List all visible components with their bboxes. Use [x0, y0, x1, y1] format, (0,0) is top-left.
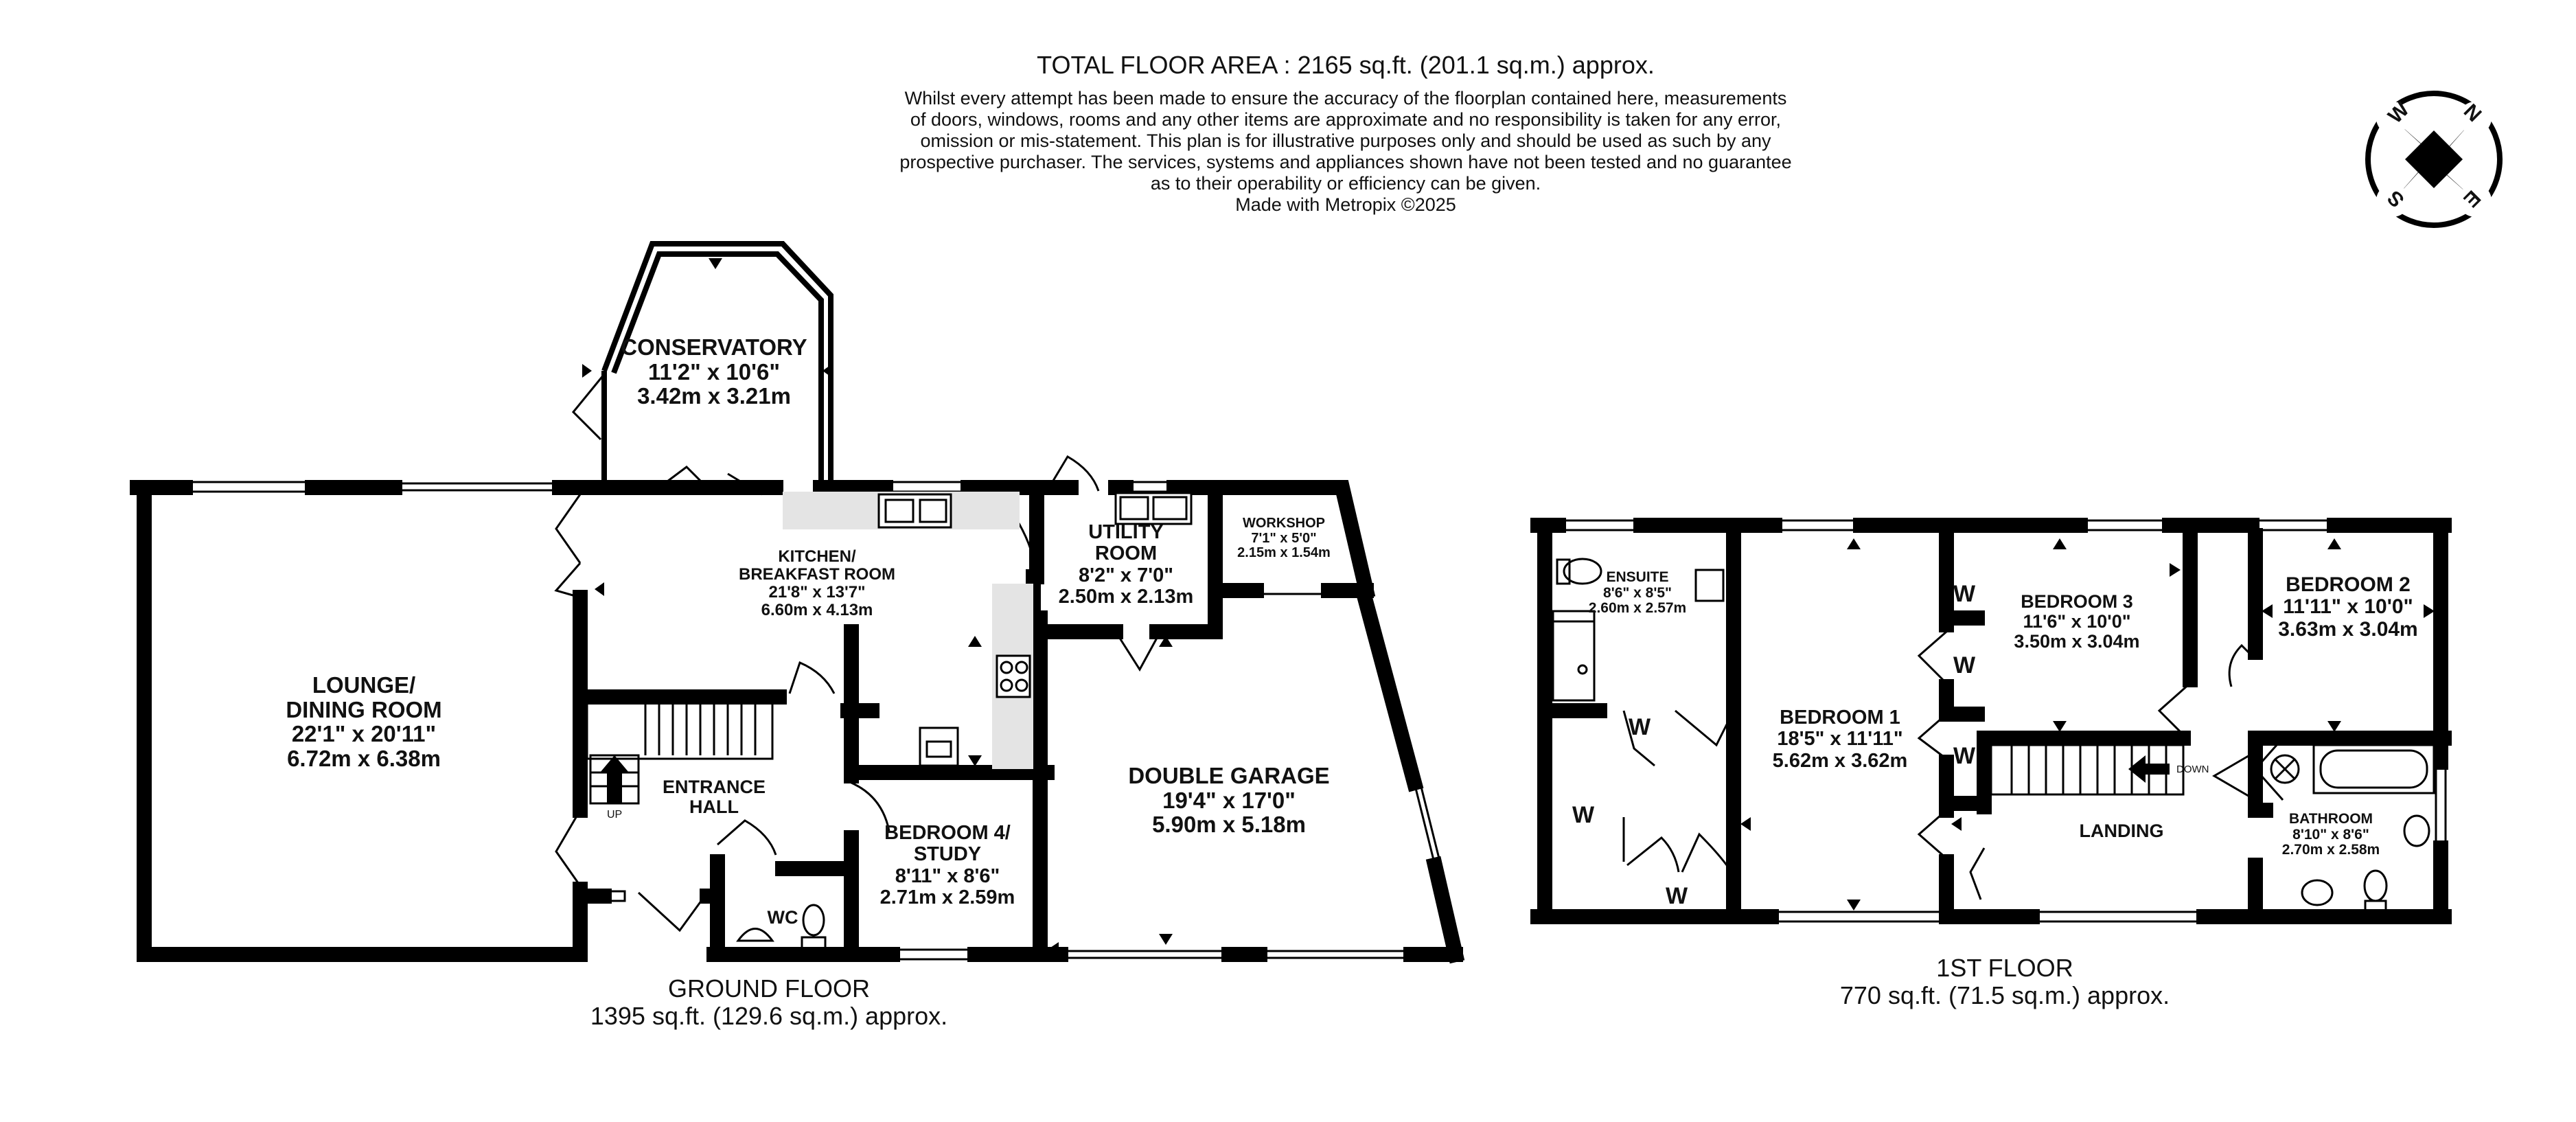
disclaimer-line: prospective purchaser. The services, sys… — [899, 152, 1792, 172]
room-name: LOUNGE/ — [312, 672, 416, 698]
disclaimer-line: omission or mis-statement. This plan is … — [920, 130, 1771, 151]
first-floor-caption: 1ST FLOOR 770 sq.ft. (71.5 sq.m.) approx… — [1758, 954, 2252, 1009]
room-name: ENTRANCE — [662, 777, 766, 797]
floor-name: GROUND FLOOR — [667, 974, 870, 1003]
conservatory-outline — [601, 241, 833, 481]
room-dimensions-imperial: 11'11" x 10'0" — [2283, 595, 2413, 619]
disclaimer-line: Made with Metropix ©2025 — [1235, 194, 1456, 215]
room-dimensions-metric: 2.15m x 1.54m — [1237, 545, 1331, 561]
room-dimensions-imperial: 8'6" x 8'5" — [1603, 584, 1672, 601]
direction-markers — [582, 258, 2435, 953]
room-conservatory: CONSERVATORY 11'2" x 10'6" 3.42m x 3.21m — [590, 335, 838, 409]
room-dimensions-metric: 6.60m x 4.13m — [761, 600, 873, 619]
room-bedroom-1: BEDROOM 1 18'5" x 11'11" 5.62m x 3.62m — [1744, 707, 1936, 772]
room-lounge: LOUNGE/ DINING ROOM 22'1" x 20'11" 6.72m… — [227, 673, 501, 771]
room-name: BREAKFAST ROOM — [739, 564, 895, 584]
room-name: BEDROOM 2 — [2286, 573, 2411, 596]
room-entrance-hall: ENTRANCE HALL — [645, 777, 783, 817]
room-name: BEDROOM 4/ — [884, 822, 1011, 844]
wardrobe-label: W — [1953, 581, 1976, 607]
room-name: KITCHEN/ — [778, 547, 856, 566]
room-name: ENSUITE — [1606, 569, 1669, 585]
wc-fixtures — [736, 904, 827, 951]
wardrobe-label: W — [1953, 652, 1976, 678]
room-name: WORKSHOP — [1243, 516, 1325, 531]
disclaimer-line: of doors, windows, rooms and any other i… — [910, 109, 1782, 130]
room-dimensions-imperial: 18'5" x 11'11" — [1777, 728, 1903, 751]
floor-area: 1395 sq.ft. (129.6 sq.m.) approx. — [590, 1002, 948, 1030]
room-dimensions-imperial: 8'11" x 8'6" — [895, 865, 1000, 887]
room-name: WC — [767, 907, 798, 928]
room-dimensions-imperial: 11'6" x 10'0" — [2023, 611, 2131, 632]
total-floor-area: TOTAL FLOOR AREA : 2165 sq.ft. (201.1 sq… — [1037, 51, 1655, 79]
room-dimensions-metric: 2.70m x 2.58m — [2281, 842, 2380, 858]
room-wc: WC — [762, 907, 803, 928]
stairs-up-arrow — [600, 755, 629, 803]
compass-rose — [2365, 91, 2503, 228]
bathroom-fixtures — [2254, 737, 2435, 913]
room-dimensions-imperial: 21'8" x 13'7" — [768, 582, 866, 602]
room-dimensions-metric: 2.50m x 2.13m — [1058, 585, 1194, 608]
wardrobe-label: W — [1572, 802, 1595, 828]
room-dimensions-imperial: 19'4" x 17'0" — [1162, 787, 1296, 813]
stairs-down-label: DOWN — [2176, 764, 2209, 775]
room-landing: LANDING — [2060, 821, 2183, 841]
disclaimer: Whilst every attempt has been made to en… — [810, 88, 1881, 216]
room-bedroom-3: BEDROOM 3 11'6" x 10'0" 3.50m x 3.04m — [1998, 591, 2156, 652]
room-dimensions-metric: 5.62m x 3.62m — [1772, 749, 1908, 772]
room-workshop: WORKSHOP 7'1" x 5'0" 2.15m x 1.54m — [1222, 516, 1346, 561]
disclaimer-line: Whilst every attempt has been made to en… — [904, 88, 1787, 108]
stairs-down-arrow — [2128, 755, 2170, 783]
room-double-garage: DOUBLE GARAGE 19'4" x 17'0" 5.90m x 5.18… — [1085, 764, 1373, 837]
ground-floor-windows — [184, 481, 1442, 961]
room-dimensions-metric: 3.50m x 3.04m — [2014, 631, 2140, 652]
room-name: UTILITY — [1088, 521, 1164, 543]
wardrobe-label: W — [1629, 714, 1651, 740]
ensuite-fixtures — [1552, 558, 1725, 702]
room-dimensions-imperial: 11'2" x 10'6" — [648, 358, 780, 385]
kitchen-fixtures — [783, 492, 1193, 769]
room-name: BEDROOM 1 — [1780, 707, 1900, 729]
first-floor-windows — [1557, 519, 2447, 923]
room-dimensions-metric: 6.72m x 6.38m — [287, 745, 441, 771]
room-name: BEDROOM 3 — [2021, 591, 2133, 612]
room-dimensions-imperial: 7'1" x 5'0" — [1251, 530, 1317, 546]
room-name: BATHROOM — [2288, 811, 2373, 827]
room-name: DOUBLE GARAGE — [1128, 763, 1330, 788]
room-name: ROOM — [1094, 542, 1158, 565]
room-dimensions-metric: 2.60m x 2.57m — [1588, 600, 1687, 617]
room-dimensions-imperial: 8'2" x 7'0" — [1078, 564, 1174, 586]
room-dimensions-imperial: 8'10" x 8'6" — [2292, 826, 2369, 843]
first-floor-doors — [1622, 630, 2257, 900]
room-dimensions-metric: 3.42m x 3.21m — [637, 383, 791, 409]
ground-floor-caption: GROUND FLOOR 1395 sq.ft. (129.6 sq.m.) a… — [522, 975, 1016, 1030]
wardrobe-label: W — [1666, 883, 1688, 909]
room-dimensions-metric: 3.63m x 3.04m — [2278, 617, 2418, 641]
room-ensuite: ENSUITE 8'6" x 8'5" 2.60m x 2.57m — [1579, 569, 1696, 617]
first-floor-walls — [1530, 518, 2452, 924]
wardrobe-label: W — [1953, 743, 1976, 769]
room-dimensions-imperial: 22'1" x 20'11" — [291, 721, 437, 747]
room-dimensions-metric: 5.90m x 5.18m — [1152, 812, 1306, 838]
room-name: DINING ROOM — [286, 696, 442, 722]
disclaimer-line: as to their operability or efficiency ca… — [1150, 173, 1541, 194]
stairs-up-label: UP — [607, 809, 623, 821]
room-name: LANDING — [2079, 821, 2164, 841]
room-kitchen: KITCHEN/ BREAKFAST ROOM 21'8" x 13'7" 6.… — [700, 548, 934, 619]
floor-name: 1ST FLOOR — [1936, 954, 2073, 982]
room-name: STUDY — [913, 843, 982, 866]
room-bathroom: BATHROOM 8'10" x 8'6" 2.70m x 2.58m — [2266, 811, 2396, 858]
room-utility: UTILITY ROOM 8'2" x 7'0" 2.50m x 2.13m — [1044, 521, 1208, 608]
floor-area: 770 sq.ft. (71.5 sq.m.) approx. — [1839, 981, 2170, 1009]
room-dimensions-metric: 2.71m x 2.59m — [879, 886, 1015, 908]
first-floor-stairs — [1990, 744, 2185, 796]
room-bedroom-2: BEDROOM 2 11'11" x 10'0" 3.63m x 3.04m — [2266, 573, 2430, 641]
room-bedroom-4: BEDROOM 4/ STUDY 8'11" x 8'6" 2.71m x 2.… — [858, 822, 1037, 908]
room-name: CONSERVATORY — [621, 334, 807, 360]
room-name: HALL — [689, 797, 739, 818]
